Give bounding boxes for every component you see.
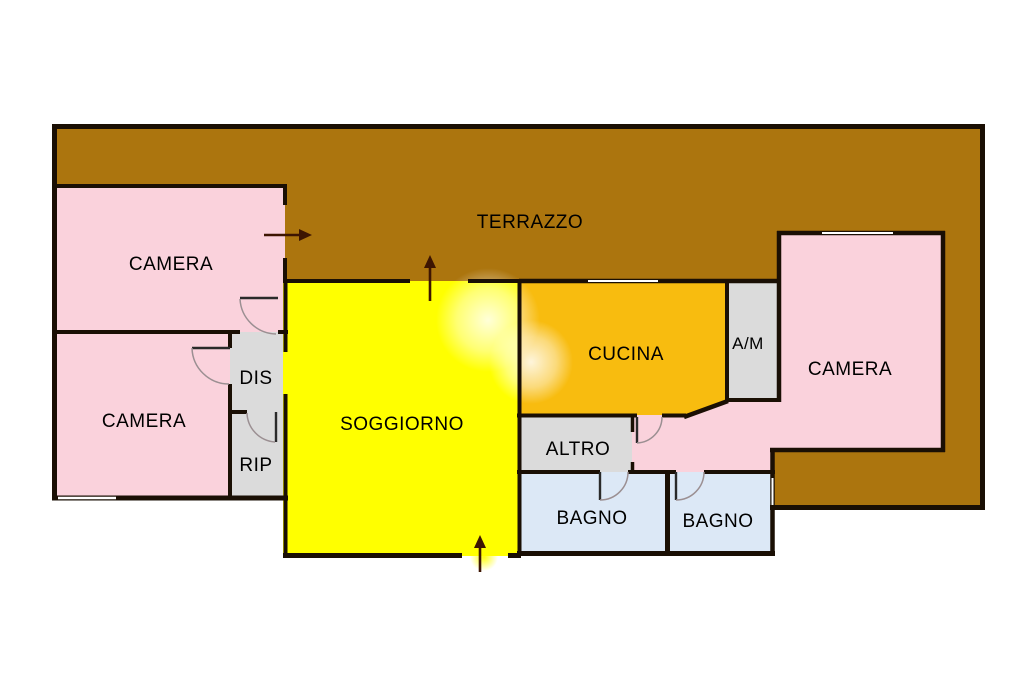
bagno-left-door-arc: [599, 471, 629, 501]
rip-label: RIP: [239, 455, 272, 476]
bagno-right-door-arc: [675, 471, 705, 501]
camera-top-left-area: [54, 186, 285, 332]
cucina-label: CUCINA: [588, 344, 664, 365]
cucina-area: [519, 281, 727, 416]
outer-walls: [52, 124, 985, 510]
camera-right-label: CAMERA: [808, 359, 892, 380]
bagno-left-area: [519, 472, 667, 553]
am-label: A/M: [732, 334, 764, 353]
entry-glow: [470, 543, 498, 571]
camera-bottom-left-area: [54, 332, 230, 498]
dis-label: DIS: [239, 368, 272, 389]
doors: [191, 296, 705, 501]
altro-area: [519, 415, 632, 472]
light-smudge-2: [489, 320, 573, 404]
bagno-right-area: [667, 472, 772, 553]
terrazzo-area: [54, 126, 985, 508]
bagno-right-label: BAGNO: [682, 511, 753, 532]
camera-right-area: [779, 233, 943, 450]
terrace-access-arrow-head: [299, 229, 312, 241]
soggiorno-label: SOGGIORNO: [340, 414, 464, 435]
access-arrows: [264, 229, 486, 572]
soggiorno-terrace-arrow-head: [424, 255, 436, 268]
rip-door-arc: [246, 412, 276, 443]
cucina-door-arc: [636, 416, 663, 444]
am-area: [727, 281, 779, 400]
entrance-arrow-head: [474, 535, 486, 548]
camera-bl-dis-door-arc: [191, 347, 230, 385]
corridor-area: [632, 400, 779, 472]
room-labels: TERRAZZO CAMERA CAMERA DIS RIP SOGGIORNO…: [102, 212, 892, 532]
cucina-diagonal-wall: [683, 398, 729, 420]
camera-top-left-label: CAMERA: [129, 254, 213, 275]
altro-label: ALTRO: [546, 439, 610, 460]
bagno-left-label: BAGNO: [556, 508, 627, 529]
camera-bottom-left-label: CAMERA: [102, 411, 186, 432]
camera-tl-dis-door-arc: [239, 298, 277, 335]
terrazzo-label: TERRAZZO: [477, 212, 583, 233]
windows: [58, 232, 893, 505]
